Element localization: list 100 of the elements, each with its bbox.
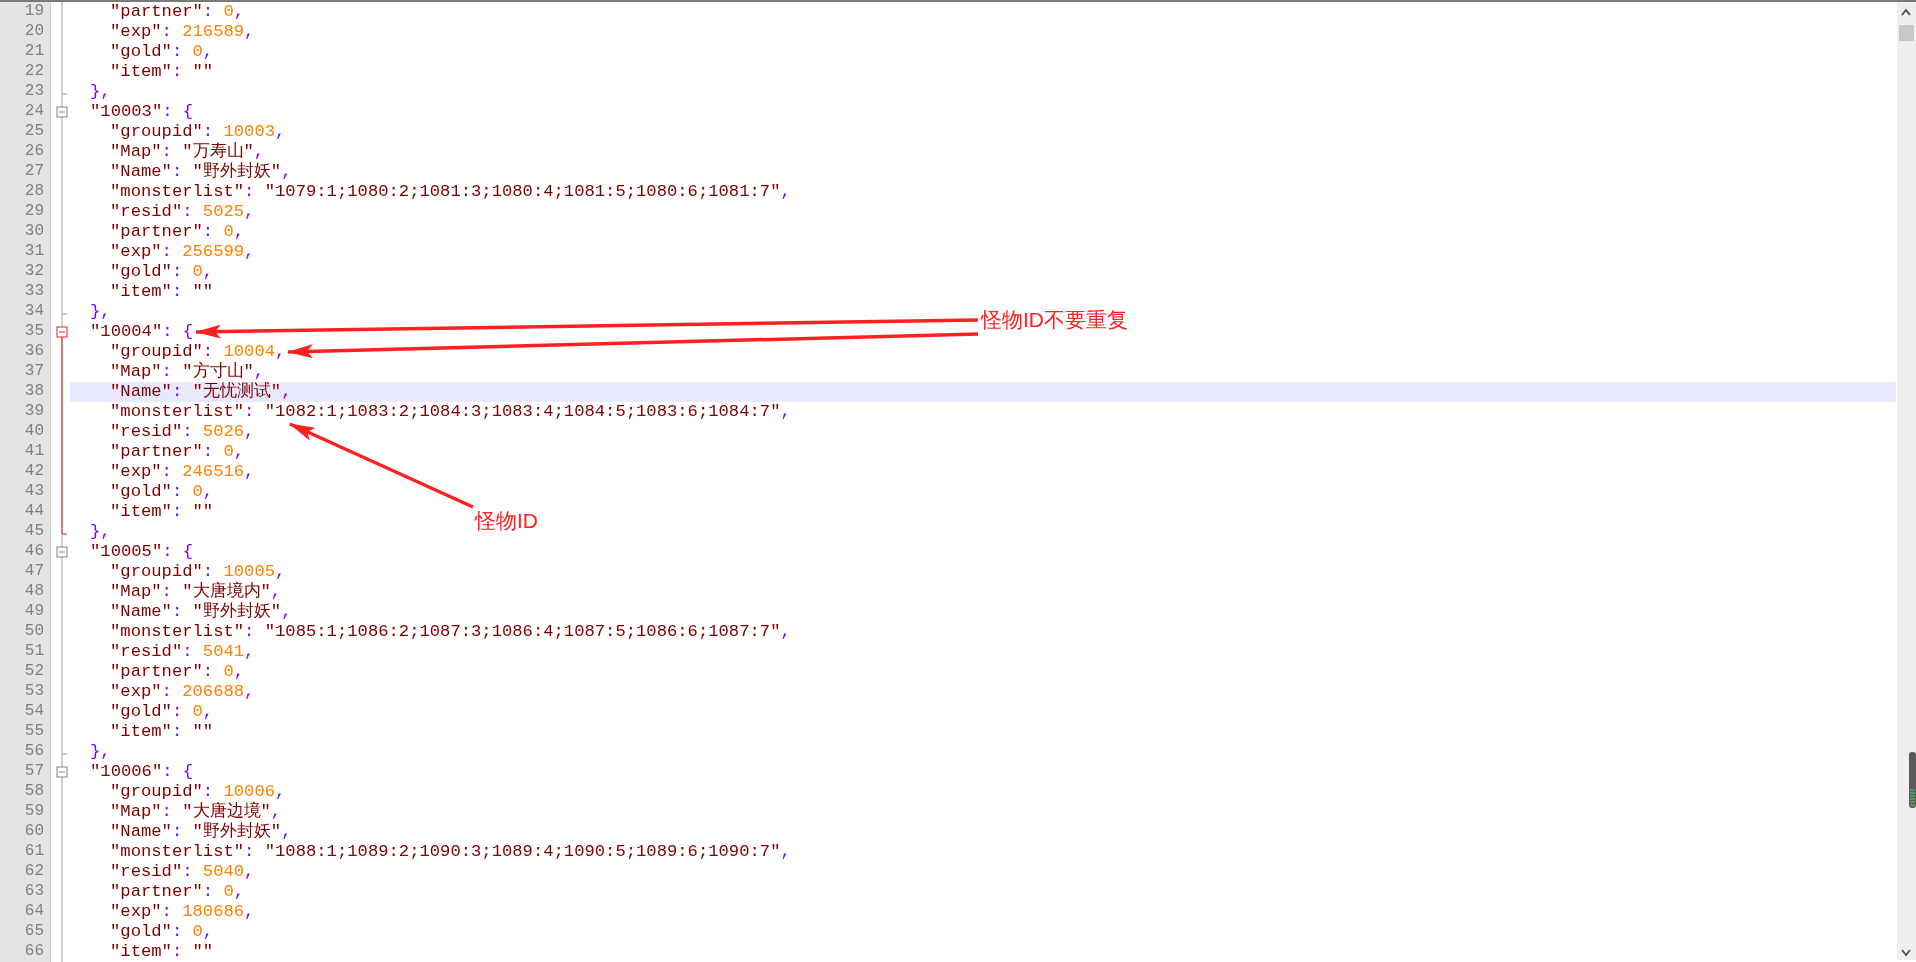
code-line: "item": "" <box>110 942 214 962</box>
code-line: "item": "" <box>110 282 214 302</box>
annotation-text: 怪物ID <box>475 509 538 533</box>
code-line: "item": "" <box>110 502 214 522</box>
code-line: }, <box>90 82 111 102</box>
arrow <box>287 332 979 359</box>
code-line: "gold": 0, <box>110 42 214 62</box>
line-number: 66 <box>23 942 44 962</box>
code-line: "exp": 256599, <box>110 242 255 262</box>
line-number: 20 <box>23 22 44 42</box>
line-number: 43 <box>23 482 44 502</box>
line-number: 29 <box>23 202 44 222</box>
line-number: 41 <box>23 442 44 462</box>
line-number: 60 <box>23 822 44 842</box>
code-line: "partner": 0, <box>110 882 245 902</box>
code-line: }, <box>90 302 111 322</box>
line-number: 35 <box>23 322 44 342</box>
code-line: "partner": 0, <box>110 222 245 242</box>
code-line: "monsterlist": "1079:1;1080:2;1081:3;1080:4;1081:5;1080:6;1081:7", <box>110 182 791 202</box>
line-number: 45 <box>23 522 44 542</box>
code-line: "Map": "大唐境内", <box>110 582 282 602</box>
code-line: "groupid": 10004, <box>110 342 286 362</box>
code-line: "gold": 0, <box>110 922 214 942</box>
line-number: 46 <box>23 542 44 562</box>
line-number: 58 <box>23 782 44 802</box>
code-line: "10005": { <box>90 542 194 562</box>
code-line: "groupid": 10006, <box>110 782 286 801</box>
line-number: 51 <box>23 642 44 662</box>
line-number: 33 <box>23 282 44 302</box>
line-number: 50 <box>23 622 44 642</box>
line-number: 27 <box>23 162 44 182</box>
line-number: 24 <box>23 102 44 122</box>
line-number: 44 <box>23 502 44 522</box>
line-number: 55 <box>23 722 44 742</box>
line-number: 49 <box>23 602 44 622</box>
line-number: 40 <box>23 422 44 442</box>
code-line: "item": "" <box>110 62 214 82</box>
code-line: "partner": 0, <box>110 2 245 22</box>
line-number: 65 <box>23 922 44 942</box>
annotation-text: 怪物ID不要重复 <box>981 308 1128 332</box>
line-number: 47 <box>23 562 44 582</box>
line-number: 48 <box>23 582 44 602</box>
code-line: "Map": "大唐边境", <box>110 802 282 822</box>
code-line: "gold": 0, <box>110 702 214 722</box>
code-line: "10006": { <box>90 762 194 782</box>
line-number: 28 <box>23 182 44 202</box>
code-line: "monsterlist": "1088:1;1089:2;1090:3;1089:4;1090:5;1089:6;1090:7", <box>110 842 791 862</box>
code-line: }, <box>90 522 111 542</box>
arrow <box>289 422 474 509</box>
code-line: "resid": 5040, <box>110 862 255 882</box>
line-number: 36 <box>23 342 44 362</box>
code-line: "resid": 5025, <box>110 202 255 222</box>
code-line: "Name": "无忧测试", <box>110 382 292 402</box>
line-number: 26 <box>23 142 44 162</box>
line-number: 64 <box>23 902 44 922</box>
line-number: 56 <box>23 742 44 762</box>
line-number: 39 <box>23 402 44 422</box>
code-line: "resid": 5041, <box>110 642 255 662</box>
line-number: 53 <box>23 682 44 702</box>
code-line: "10003": { <box>90 102 194 122</box>
code-line: "Name": "野外封妖", <box>110 162 292 182</box>
code-line: "10004": { <box>90 322 194 342</box>
code-line: "Name": "野外封妖", <box>110 822 292 842</box>
arrow <box>195 318 979 339</box>
code-line: "exp": 180686, <box>110 902 255 922</box>
code-line: "groupid": 10003, <box>110 122 286 142</box>
line-number: 30 <box>23 222 44 242</box>
line-number: 25 <box>23 122 44 142</box>
code-line: "Map": "万寿山", <box>110 142 265 162</box>
code-line: "gold": 0, <box>110 262 214 282</box>
line-number: 32 <box>23 262 44 282</box>
code-line: "gold": 0, <box>110 482 214 502</box>
code-line: "partner": 0, <box>110 662 245 682</box>
line-number: 52 <box>23 662 44 682</box>
code-line: "resid": 5026, <box>110 422 255 442</box>
line-number: 54 <box>23 702 44 722</box>
code-line: "groupid": 10005, <box>110 562 286 581</box>
code-line: "item": "" <box>110 722 214 742</box>
line-number: 63 <box>23 882 44 902</box>
line-number: 38 <box>23 382 44 402</box>
line-number: 37 <box>23 362 44 382</box>
code-line: }, <box>90 742 111 762</box>
code-line: "monsterlist": "1082:1;1083:2;1084:3;1083:4;1084:5;1083:6;1084:7", <box>110 402 791 422</box>
line-number: 19 <box>23 2 44 22</box>
code-line: "exp": 206688, <box>110 682 255 702</box>
line-number: 62 <box>23 862 44 882</box>
code-line: "monsterlist": "1085:1;1086:2;1087:3;1086:4;1087:5;1086:6;1087:7", <box>110 622 791 642</box>
line-number: 34 <box>23 302 44 322</box>
line-number: 23 <box>23 82 44 102</box>
line-number: 42 <box>23 462 44 482</box>
code-line: "Map": "方寸山", <box>110 362 265 382</box>
code-line: "exp": 216589, <box>110 22 255 42</box>
line-number: 59 <box>23 802 44 822</box>
code-line: "partner": 0, <box>110 442 245 462</box>
line-number: 57 <box>23 762 44 782</box>
line-number: 21 <box>23 42 44 62</box>
line-number: 61 <box>23 842 44 862</box>
code-line: "Name": "野外封妖", <box>110 602 292 622</box>
code-line: "exp": 246516, <box>110 462 255 482</box>
line-number: 22 <box>23 62 44 82</box>
